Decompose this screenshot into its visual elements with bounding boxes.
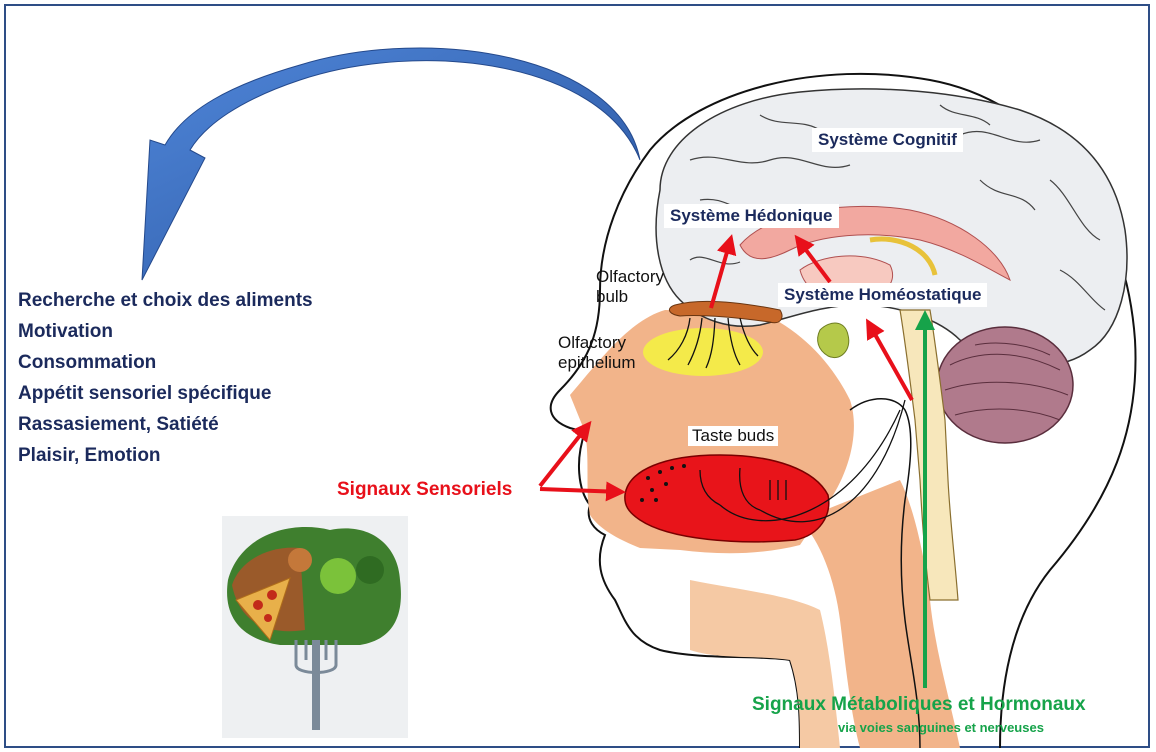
olfactory-bulb-label: Olfactory bulb	[596, 267, 664, 307]
metabolic-signals-sublabel: via voies sanguines et nerveuses	[838, 720, 1044, 735]
behavior-item: Appétit sensoriel spécifique	[18, 378, 313, 409]
behavior-item: Rassasiement, Satiété	[18, 409, 313, 440]
pituitary-gland	[818, 323, 849, 358]
cognitive-system-label: Système Cognitif	[812, 128, 963, 152]
sensory-signals-label: Signaux Sensoriels	[337, 479, 512, 501]
hedonic-system-label: Système Hédonique	[664, 204, 839, 228]
metabolic-signals-label: Signaux Métaboliques et Hormonaux	[752, 694, 1086, 716]
behavior-item: Plaisir, Emotion	[18, 440, 313, 471]
cerebellum	[937, 327, 1073, 443]
behavior-item: Consommation	[18, 347, 313, 378]
homeostatic-system-label: Système Homéostatique	[778, 283, 987, 307]
feedback-arrow	[142, 48, 640, 280]
behavior-item: Motivation	[18, 316, 313, 347]
food-fork-illustration	[222, 516, 408, 738]
olfactory-epithelium-label: Olfactory epithelium	[558, 333, 636, 373]
neck-skin	[690, 580, 840, 748]
behavior-list: Recherche et choix des aliments Motivati…	[18, 285, 313, 471]
taste-buds-label: Taste buds	[688, 426, 778, 446]
behavior-item: Recherche et choix des aliments	[18, 285, 313, 316]
